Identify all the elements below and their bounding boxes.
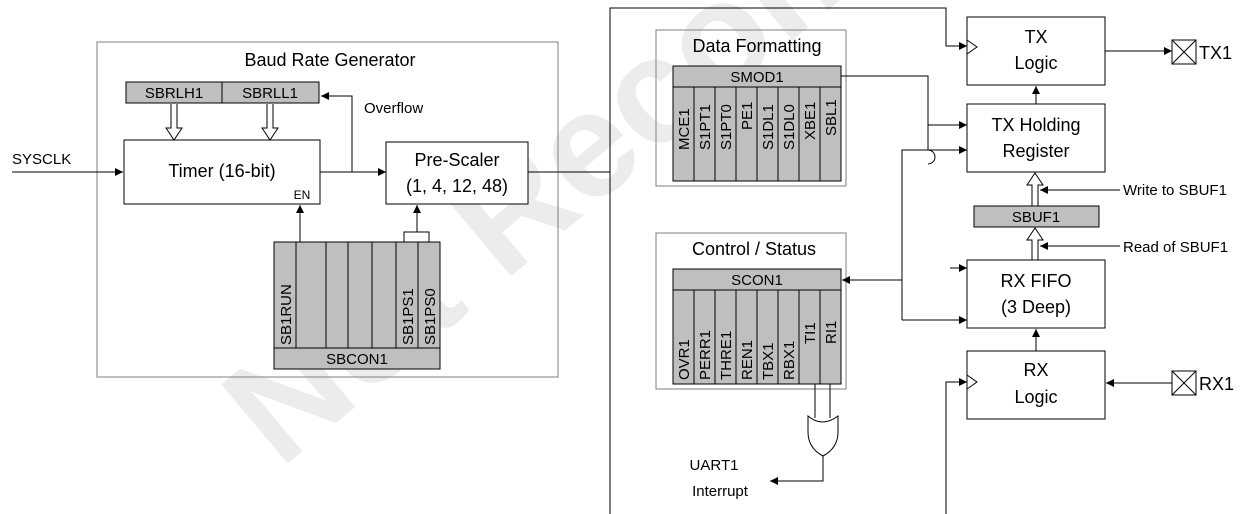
- sbcon1-bit-sb1run: SB1RUN: [278, 284, 295, 345]
- sbuf1-register: [973, 205, 1100, 228]
- uart-core-frame: [609, 7, 967, 514]
- tx1-pin-icon: [1171, 39, 1197, 65]
- smod1-to-tx-holding-line: [841, 75, 967, 129]
- scon1-bit-thre1: THRE1: [718, 331, 735, 380]
- interrupt-or-gate: [807, 414, 839, 457]
- reload-high-bus-arrow: [165, 104, 183, 141]
- data-formatting-title: Data Formatting: [692, 36, 821, 56]
- uart1-interrupt-label-line2: Interrupt: [692, 483, 749, 500]
- tx-clock-mark: [966, 39, 978, 55]
- scon1-bit-perr1: PERR1: [697, 330, 714, 380]
- smod1-label: SMOD1: [730, 69, 783, 86]
- baud-rate-generator-title: Baud Rate Generator: [244, 50, 415, 70]
- tx-holding-register: [966, 103, 1106, 173]
- sbcon1-bit-sb1ps1: SB1PS1: [400, 288, 417, 345]
- rx-fifo-label-line2: (3 Deep): [1001, 297, 1071, 317]
- smod1-bit-s1pt0: S1PT0: [718, 104, 735, 150]
- tx-logic-label-line1: TX: [1024, 27, 1047, 47]
- prescaler-ratios: (1, 4, 12, 48): [406, 176, 508, 196]
- sbuf-write-bus-arrow: [1026, 172, 1044, 206]
- scon1-bit-ren1: REN1: [739, 340, 756, 380]
- scon1-bit-ri1: RI1: [823, 321, 840, 344]
- baud-rate-generator-frame: [96, 41, 559, 378]
- prescaler-block: [385, 141, 529, 205]
- rx-fifo-block: [966, 259, 1106, 329]
- sbcon1-register: [273, 241, 441, 370]
- smod1-bit-s1dl0: S1DL0: [781, 104, 798, 150]
- sbrll1-register: [221, 81, 320, 104]
- scon1-bit-ovr1: OVR1: [676, 339, 693, 380]
- tx-logic-block: [966, 16, 1106, 86]
- sbcon1-label: SBCON1: [326, 351, 388, 368]
- scon1-bit-rbx1: RBX1: [781, 341, 798, 380]
- line-crossover-hop: [927, 149, 936, 165]
- rx-logic-label-line2: Logic: [1014, 387, 1057, 407]
- rx-fifo-label-line1: RX FIFO: [1001, 271, 1072, 291]
- timer-enable-label: EN: [294, 188, 311, 202]
- tx1-pin-label: TX1: [1199, 43, 1232, 63]
- smod1-bit-s1dl1: S1DL1: [760, 104, 777, 150]
- control-status-title: Control / Status: [692, 239, 816, 259]
- write-sbuf-label: Write to SBUF1: [1123, 182, 1227, 199]
- status-bus-line: [901, 146, 967, 320]
- sysclk-label: SYSCLK: [12, 151, 71, 168]
- rx1-pin-label: RX1: [1199, 374, 1234, 394]
- rx-logic-label-line1: RX: [1023, 360, 1048, 380]
- rx-clock-line: [945, 378, 967, 514]
- sbuf-read-bus-arrow: [1026, 227, 1044, 260]
- overflow-feedback-line: [321, 92, 353, 172]
- sbrll1-label: SBRLL1: [242, 85, 298, 102]
- scon1-register: [672, 268, 842, 385]
- sbuf1-label: SBUF1: [1012, 209, 1060, 226]
- data-formatting-frame: [655, 29, 847, 187]
- tx-holding-label-line1: TX Holding: [991, 115, 1080, 135]
- tx-logic-label-line2: Logic: [1014, 53, 1057, 73]
- smod1-bit-xbe1: XBE1: [802, 102, 819, 140]
- interrupt-output-line: [770, 456, 824, 485]
- reload-low-bus-arrow: [261, 104, 279, 141]
- smod1-bit-pe1: PE1: [739, 102, 756, 130]
- uart1-interrupt-label-line1: UART1: [690, 457, 739, 474]
- rx-logic-block: [966, 350, 1106, 420]
- sbrlh1-label: SBRLH1: [145, 85, 203, 102]
- smod1-bit-sbl1: SBL1: [823, 99, 840, 136]
- overflow-label: Overflow: [364, 100, 423, 117]
- smod1-bit-mce1: MCE1: [676, 108, 693, 150]
- rx1-pin-icon: [1171, 370, 1197, 396]
- read-sbuf-label: Read of SBUF1: [1123, 239, 1228, 256]
- prescaler-title: Pre-Scaler: [414, 150, 499, 170]
- rx-clock-mark: [966, 374, 978, 390]
- smod1-bit-s1pt1: S1PT1: [697, 104, 714, 150]
- tx-holding-label-line2: Register: [1002, 141, 1069, 161]
- scon1-bit-tbx1: TBX1: [760, 342, 777, 380]
- control-status-frame: [655, 232, 847, 390]
- sbcon1-bit-sb1ps0: SB1PS0: [422, 288, 439, 345]
- scon1-bit-ti1: TI1: [802, 322, 819, 344]
- timer-label: Timer (16-bit): [168, 161, 275, 181]
- scon1-label: SCON1: [731, 272, 783, 289]
- smod1-register: [672, 65, 842, 182]
